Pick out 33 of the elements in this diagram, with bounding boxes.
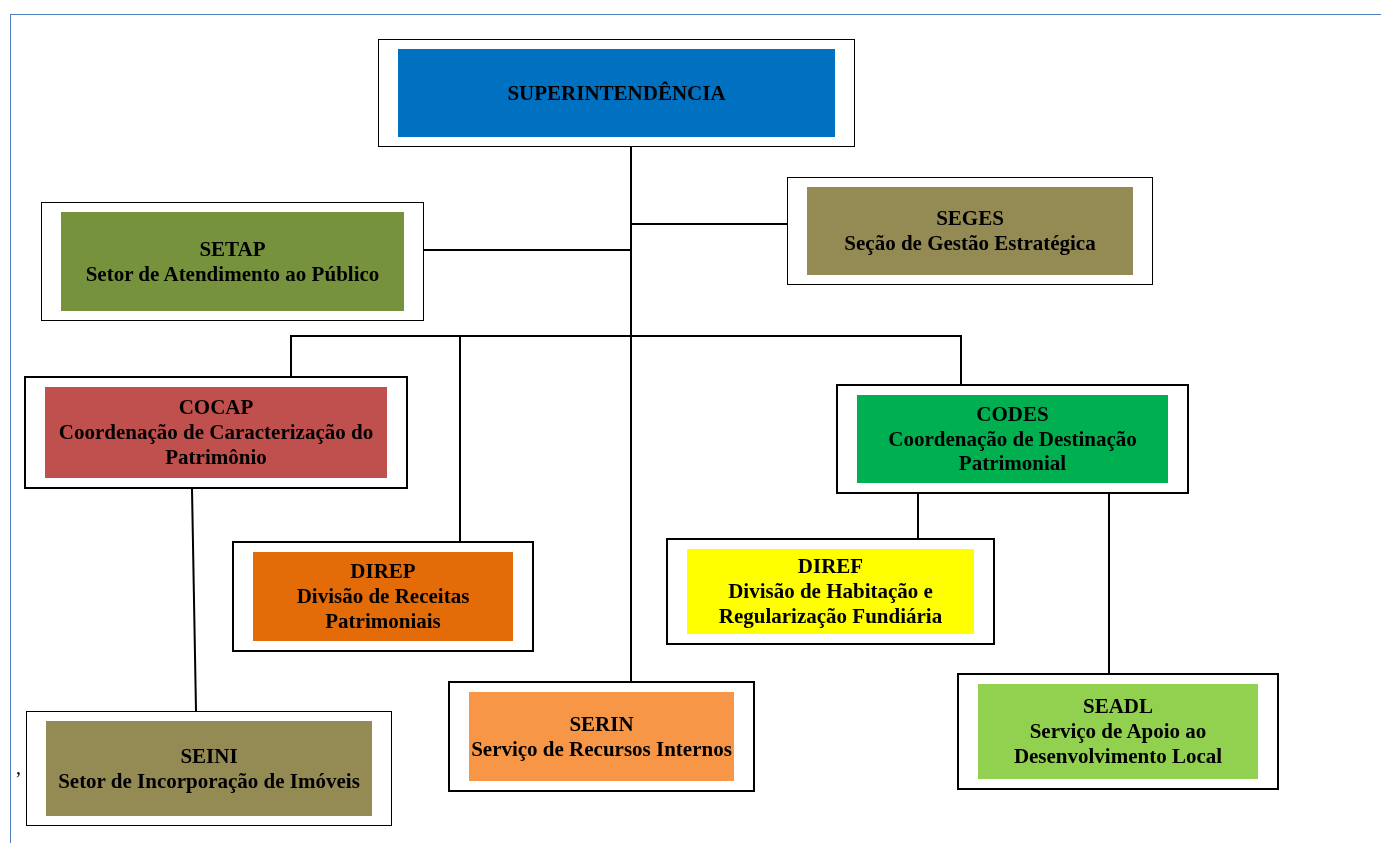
unit-name: Coordenação de Caracterização do Patrimônio	[57, 420, 375, 470]
unit-acronym: SEGES	[936, 206, 1004, 231]
org-unit-box	[378, 39, 855, 147]
unit-name: Serviço de Apoio ao Desenvolvimento Local	[1012, 719, 1224, 769]
connector-line	[191, 488, 197, 712]
unit-name: Serviço de Recursos Internos	[471, 736, 732, 762]
unit-acronym: SETAP	[199, 236, 266, 262]
connector-line	[917, 493, 919, 539]
unit-acronym: DIREF	[797, 554, 864, 580]
connector-line	[1108, 493, 1110, 674]
org-unit-box	[666, 538, 995, 645]
unit-name: Divisão de Receitas Patrimoniais	[295, 584, 471, 634]
unit-acronym: CODES	[976, 401, 1049, 427]
unit-name: Coordenação de Destinação Patrimonial	[887, 426, 1138, 477]
unit-acronym: DIREP	[350, 559, 416, 585]
org-unit-box	[26, 711, 392, 826]
org-unit-box	[41, 202, 424, 321]
stray-mark: ,	[16, 756, 21, 779]
org-unit-box	[448, 681, 755, 792]
org-unit-box	[957, 673, 1279, 790]
unit-acronym: SUPERINTENDÊNCIA	[507, 80, 726, 106]
org-unit-box	[787, 177, 1153, 285]
org-unit-box	[232, 541, 534, 652]
unit-acronym: SERIN	[569, 711, 634, 737]
unit-name: Setor de Incorporação de Imóveis	[58, 768, 360, 794]
unit-acronym: SEADL	[1083, 694, 1153, 720]
org-unit-box	[836, 384, 1189, 494]
unit-name: Divisão de Habitação e Regularização Fundiária	[717, 579, 944, 629]
unit-acronym: COCAP	[178, 395, 254, 421]
unit-name: Seção de Gestão Estratégica	[844, 231, 1096, 256]
unit-name: Setor de Atendimento ao Público	[85, 261, 380, 287]
org-unit-box	[24, 376, 408, 489]
unit-acronym: SEINI	[180, 743, 238, 769]
